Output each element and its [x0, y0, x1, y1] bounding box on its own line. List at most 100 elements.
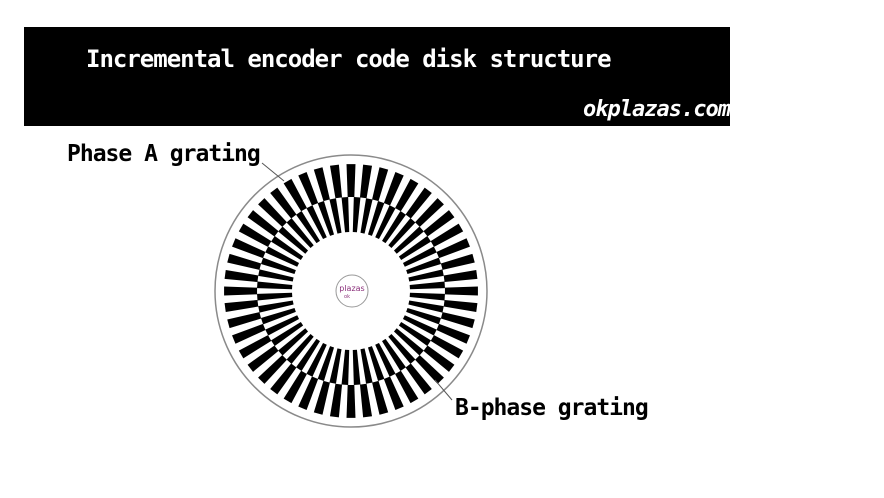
- phase-a-label: Phase A grating: [67, 141, 261, 167]
- phase-a-slot: [283, 370, 307, 404]
- hub-logo-subtext: ok: [344, 294, 350, 300]
- phase-b-slot: [296, 211, 320, 244]
- phase-a-slot: [313, 380, 330, 415]
- phase-a-slot: [329, 164, 343, 199]
- phase-a-slot: [443, 299, 478, 313]
- phase-a-slot: [298, 376, 319, 410]
- phase-b-slot: [257, 281, 293, 290]
- phase-a-slot: [329, 383, 343, 418]
- phase-a-slot: [258, 355, 287, 384]
- phase-b-slot: [398, 236, 431, 260]
- phase-b-slot: [367, 200, 385, 236]
- phase-b-slot: [360, 348, 373, 384]
- phase-a-slot: [443, 269, 478, 283]
- phase-b-slot: [393, 328, 424, 356]
- phase-b-slot: [286, 218, 314, 249]
- phase-a-slot: [372, 380, 389, 415]
- phase-b-slot: [278, 328, 309, 356]
- phase-b-slot: [260, 307, 296, 325]
- phase-a-slot: [423, 345, 455, 372]
- phase-a-slot: [423, 210, 455, 237]
- phase-b-slot: [398, 322, 431, 346]
- phase-a-slot: [436, 323, 470, 344]
- phase-b-slot: [257, 292, 293, 301]
- phase-b-label: B-phase grating: [455, 395, 649, 421]
- phase-a-slot: [372, 167, 389, 202]
- phase-b-slot: [306, 342, 327, 377]
- phase-a-slot: [224, 286, 258, 296]
- phase-b-slot: [388, 333, 416, 364]
- phase-a-slot: [415, 198, 444, 227]
- phase-a-slot: [232, 323, 266, 344]
- banner-site-name: okplazas.com: [583, 97, 731, 122]
- phase-a-slot: [359, 383, 373, 418]
- phase-b-slot: [296, 338, 320, 371]
- phase-b-slot: [360, 198, 373, 234]
- phase-a-slot: [440, 253, 475, 270]
- phase-a-slot: [238, 335, 272, 359]
- phase-a-slot: [405, 363, 432, 395]
- phase-b-slot: [258, 269, 294, 282]
- phase-b-slot: [265, 315, 300, 336]
- phase-b-slot: [406, 257, 442, 275]
- phase-b-slot: [375, 342, 396, 377]
- phase-a-slot: [313, 167, 330, 202]
- phase-b-slot: [352, 197, 361, 233]
- phase-a-slot: [238, 223, 272, 247]
- phase-b-slot: [329, 198, 342, 234]
- phase-a-slot: [430, 223, 464, 247]
- phase-b-slot: [258, 300, 294, 313]
- phase-a-slot: [270, 187, 297, 219]
- phase-b-slot: [393, 226, 424, 254]
- phase-a-slot: [430, 335, 464, 359]
- phase-b-grating-ring: [257, 197, 445, 385]
- phase-a-slot: [444, 286, 478, 296]
- phase-b-slot: [341, 197, 350, 233]
- phase-a-slot: [224, 269, 259, 283]
- phase-b-slot: [409, 281, 445, 290]
- phase-a-slot: [405, 187, 432, 219]
- phase-b-slot: [271, 236, 304, 260]
- phase-b-slot: [408, 300, 444, 313]
- phase-a-slot: [270, 363, 297, 395]
- phase-a-slot: [227, 312, 262, 329]
- phase-b-slot: [317, 200, 335, 236]
- phase-a-slot: [359, 164, 373, 199]
- phase-b-slot: [260, 257, 296, 275]
- phase-a-slot: [298, 172, 319, 206]
- banner-title: Incremental encoder code disk structure: [86, 45, 612, 73]
- phase-b-slot: [306, 205, 327, 240]
- phase-a-slot: [258, 198, 287, 227]
- phase-b-slot: [402, 246, 437, 267]
- phase-a-slot: [436, 238, 470, 259]
- phase-b-slot: [341, 349, 350, 385]
- phase-a-slot: [383, 172, 404, 206]
- phase-b-slot: [317, 346, 335, 382]
- phase-a-slot: [224, 299, 259, 313]
- phase-a-slot: [383, 376, 404, 410]
- phase-b-slot: [329, 348, 342, 384]
- phase-b-slot: [388, 218, 416, 249]
- phase-a-grating-ring: [224, 164, 478, 418]
- phase-a-slot: [247, 210, 279, 237]
- phase-b-leader-line: [434, 379, 453, 401]
- phase-b-slot: [382, 338, 406, 371]
- phase-b-slot: [367, 346, 385, 382]
- phase-b-slot: [375, 205, 396, 240]
- phase-a-slot: [283, 178, 307, 212]
- phase-a-slot: [395, 178, 419, 212]
- phase-a-slot: [395, 370, 419, 404]
- phase-b-slot: [278, 226, 309, 254]
- phase-a-slot: [415, 355, 444, 384]
- phase-a-leader-line: [261, 162, 285, 182]
- phase-a-slot: [440, 312, 475, 329]
- phase-b-slot: [265, 246, 300, 267]
- phase-a-slot: [227, 253, 262, 270]
- phase-b-slot: [352, 349, 361, 385]
- phase-b-slot: [408, 269, 444, 282]
- phase-b-slot: [409, 292, 445, 301]
- phase-b-slot: [382, 211, 406, 244]
- hub-logo-text: plazas: [339, 284, 364, 293]
- phase-b-slot: [271, 322, 304, 346]
